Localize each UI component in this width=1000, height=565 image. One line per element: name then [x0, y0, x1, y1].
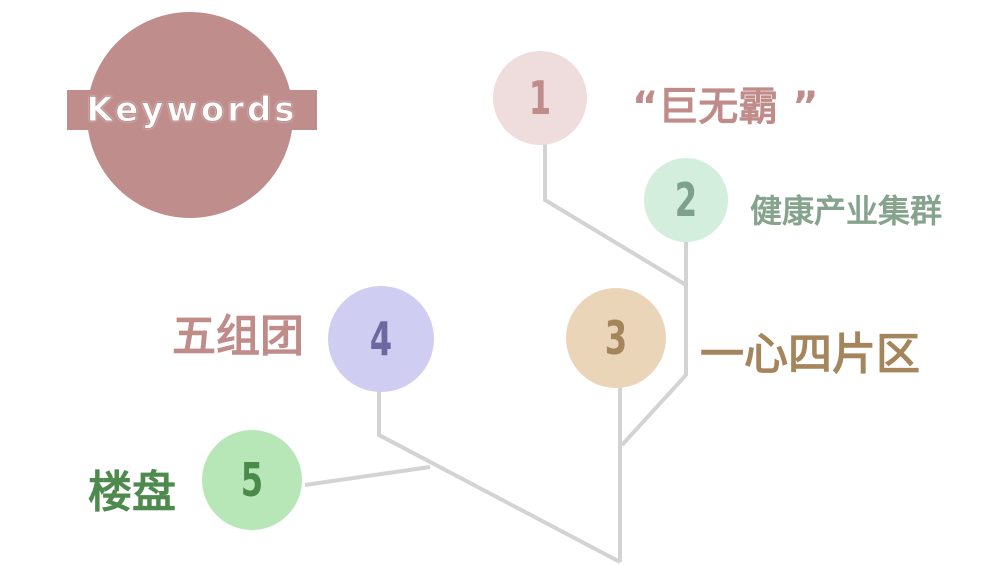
node-5-circle: 5: [202, 430, 302, 530]
node-4-circle: 4: [328, 286, 434, 392]
connector-1: [543, 140, 688, 287]
node-3-circle: 3: [566, 288, 666, 388]
node-2-circle: 2: [644, 158, 728, 242]
node-3-number: 3: [604, 311, 628, 365]
node-5-number: 5: [240, 453, 264, 507]
node-2-label: 健康产业集群: [750, 192, 943, 230]
connector-2: [620, 240, 688, 447]
node-2-number: 2: [674, 173, 698, 227]
node-5-label: 楼盘: [88, 467, 176, 518]
connector-5: [304, 465, 431, 487]
node-4-label: 五组团: [172, 311, 304, 362]
node-4-number: 4: [369, 312, 393, 366]
node-1-number: 1: [528, 71, 552, 125]
node-1-circle: 1: [493, 51, 587, 145]
node-1-label: “巨无霸 ”: [632, 84, 819, 130]
node-3-label: 一心四片区: [700, 329, 920, 380]
keywords-title-band: Keywords: [67, 90, 317, 131]
keywords-title: Keywords: [86, 90, 298, 131]
connector-4: [377, 388, 621, 564]
